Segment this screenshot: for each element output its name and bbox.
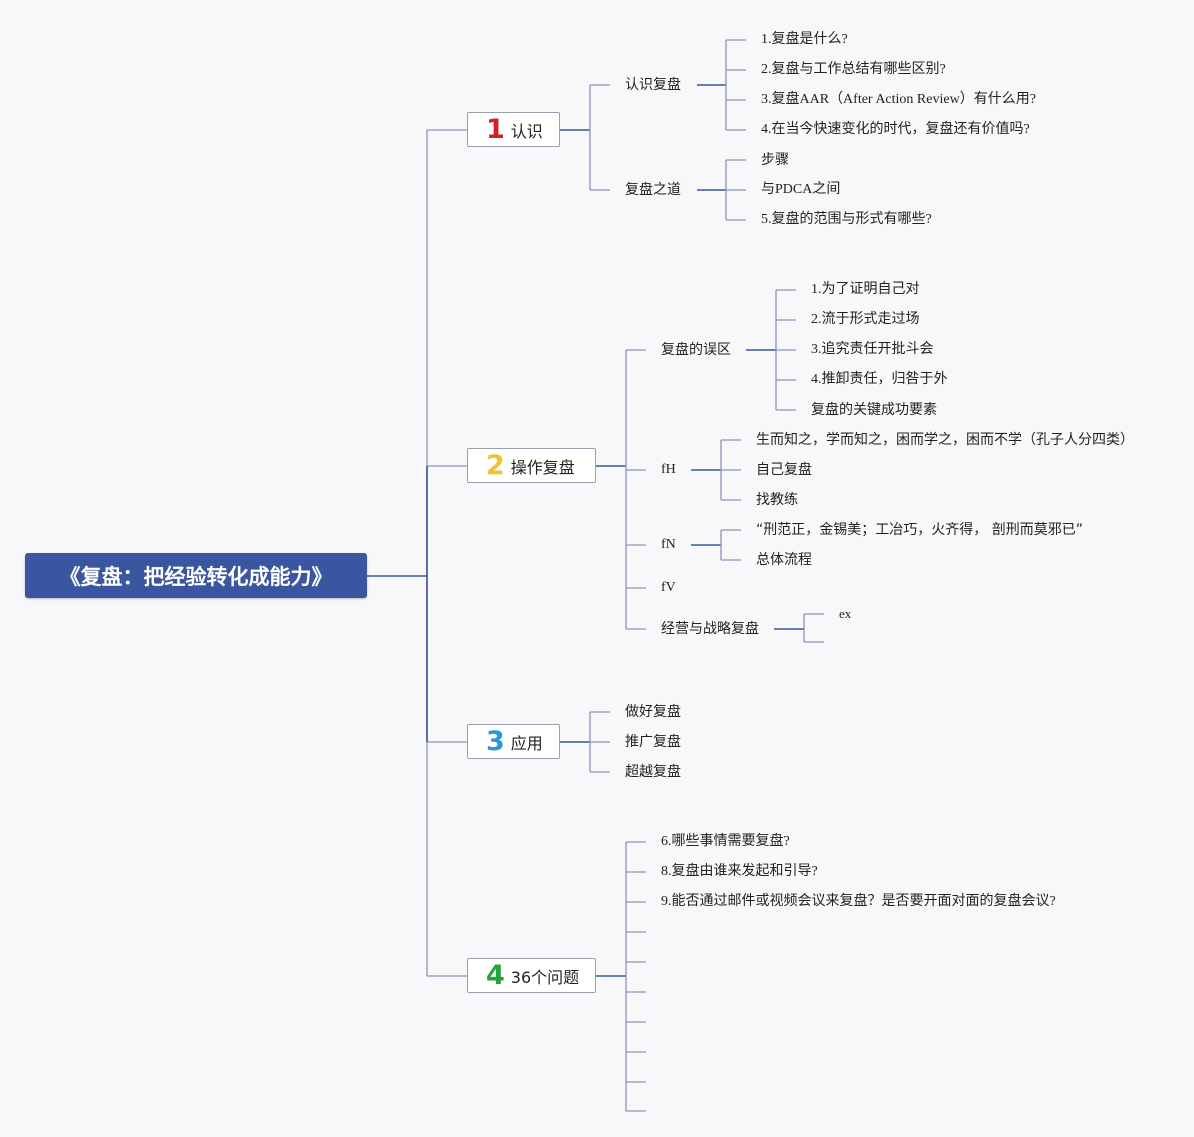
question-topic[interactable]: 8.复盘由谁来发起和引导?: [661, 864, 818, 879]
number-2-icon: 2: [486, 450, 505, 481]
leaf-topic[interactable]: 总体流程: [756, 552, 812, 568]
branch-1-label: 认识: [510, 121, 543, 141]
leaf-topic[interactable]: 与PDCA之间: [761, 182, 841, 197]
branch-3-label: 应用: [510, 733, 543, 753]
branch-2-label: 操作复盘: [510, 457, 575, 477]
number-4-icon: 4: [486, 960, 505, 991]
branch-2-node[interactable]: 2 操作复盘: [467, 448, 596, 483]
leaf-topic[interactable]: 4.在当今快速变化的时代，复盘还有价值吗?: [761, 122, 1030, 137]
leaf-topic[interactable]: 2.复盘与工作总结有哪些区别?: [761, 62, 946, 77]
question-topic[interactable]: 6.哪些事情需要复盘?: [661, 834, 790, 849]
branch-4-label: 36个问题: [510, 967, 580, 987]
leaf-topic[interactable]: 步骤: [761, 152, 789, 168]
branch-1-node[interactable]: 1 认识: [467, 112, 560, 147]
number-3-icon: 3: [486, 726, 505, 757]
topic-tuiguang-fupan[interactable]: 推广复盘: [625, 734, 681, 750]
branch-3-node[interactable]: 3 应用: [467, 724, 560, 759]
topic-fh[interactable]: fH: [661, 462, 676, 477]
leaf-topic[interactable]: 1.为了证明自己对: [811, 282, 920, 297]
leaf-topic[interactable]: 找教练: [756, 492, 798, 508]
topic-renshi-fupan[interactable]: 认识复盘: [625, 77, 681, 93]
topic-chaoyue-fupan[interactable]: 超越复盘: [625, 764, 681, 780]
number-1-icon: 1: [486, 114, 505, 145]
leaf-topic[interactable]: 自己复盘: [756, 462, 812, 478]
leaf-topic[interactable]: 4.推卸责任，归咎于外: [811, 372, 948, 387]
leaf-topic[interactable]: 复盘的关键成功要素: [811, 402, 937, 418]
leaf-topic[interactable]: 5.复盘的范围与形式有哪些?: [761, 212, 932, 227]
topic-fn[interactable]: fN: [661, 537, 676, 552]
leaf-topic[interactable]: 3.复盘AAR（After Action Review）有什么用?: [761, 92, 1036, 107]
topic-fupan-wuqu[interactable]: 复盘的误区: [661, 342, 731, 358]
leaf-topic[interactable]: ex: [839, 606, 852, 621]
root-topic[interactable]: 《复盘：把经验转化成能力》: [25, 553, 367, 598]
branch-4-node[interactable]: 4 36个问题: [467, 958, 596, 993]
leaf-topic[interactable]: 1.复盘是什么?: [761, 32, 848, 47]
question-topic[interactable]: 9.能否通过邮件或视频会议来复盘？是否要开面对面的复盘会议?: [661, 894, 1056, 909]
leaf-topic[interactable]: 2.流于形式走过场: [811, 312, 920, 327]
topic-fupan-zhidao[interactable]: 复盘之道: [625, 182, 681, 198]
leaf-topic[interactable]: 3.追究责任开批斗会: [811, 342, 934, 357]
leaf-topic[interactable]: 生而知之，学而知之，困而学之，困而不学（孔子人分四类）: [756, 432, 1134, 448]
topic-zuohao-fupan[interactable]: 做好复盘: [625, 704, 681, 720]
topic-fv[interactable]: fV: [661, 580, 676, 595]
leaf-topic[interactable]: “刑范正，金锡美；工冶巧，火齐得， 剖刑而莫邪已”: [756, 522, 1083, 538]
topic-jingying-zhanlue[interactable]: 经营与战略复盘: [661, 621, 759, 637]
